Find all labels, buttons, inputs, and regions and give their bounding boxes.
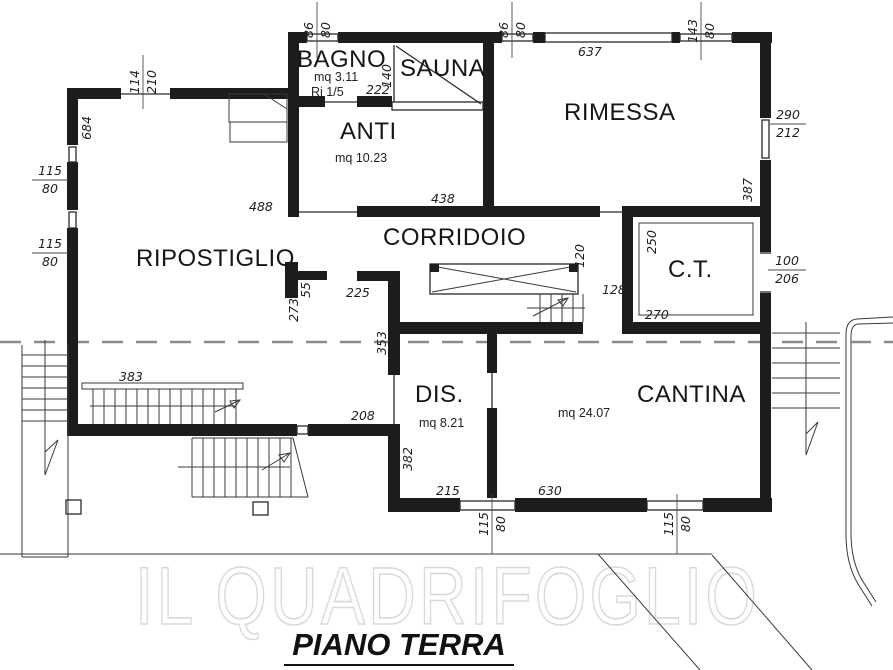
sauna-fixture [391, 45, 484, 111]
dim-cantina-width: 630 [538, 483, 562, 498]
dim-stair-width: 120 [572, 244, 587, 268]
dim-opening-225: 225 [346, 285, 370, 300]
exterior-stair-bottom [178, 437, 309, 516]
room-label-ct: C.T. [668, 256, 713, 283]
plan-title: PIANO TERRA [292, 627, 506, 662]
svg-text:80: 80 [42, 254, 58, 269]
pillar [252, 501, 269, 516]
dim-gap-128: 128 [602, 282, 626, 297]
room-label-bagno: BAGNO [297, 46, 386, 73]
dim-top-window-2: 86 80 [496, 2, 528, 58]
dim-bottom-window-1: 115 80 [476, 494, 508, 554]
svg-text:143: 143 [685, 19, 700, 43]
room-label-rimessa: RIMESSA [564, 99, 676, 126]
dim-ct-height: 250 [644, 230, 659, 254]
room-area-anti: mq 10.23 [335, 151, 387, 165]
dim-dis-width: 215 [436, 483, 460, 498]
dim-door-114: 114 210 [127, 55, 159, 109]
watermark-text: IL QUADRIFOGLIO [135, 551, 760, 642]
ground-lines [0, 553, 813, 670]
corridor-stair [527, 294, 585, 322]
dim-door-208: 208 [351, 408, 375, 423]
svg-text:115: 115 [661, 512, 676, 536]
crossed-box [429, 263, 579, 295]
dim-left-height: 684 [79, 116, 94, 140]
svg-text:114: 114 [127, 70, 142, 94]
walls-layer [67, 32, 772, 512]
garage-door [544, 32, 673, 43]
dimensions-layer: 86 80 86 80 143 80 114 210 115 80 115 80 [32, 2, 806, 554]
dim-bagno-140: 140 [379, 64, 394, 88]
svg-text:86: 86 [496, 22, 511, 38]
svg-text:212: 212 [776, 125, 800, 140]
dim-bottom-window-2: 115 80 [661, 494, 693, 554]
dim-left-window-1: 115 80 [32, 163, 68, 196]
exterior-stair-right [772, 322, 840, 456]
dim-corridoio-width: 438 [431, 191, 455, 206]
room-labels-layer: BAGNO mq 3.11 Ri 1/5 SAUNA ANTI mq 10.23… [136, 46, 746, 430]
svg-text:210: 210 [144, 70, 159, 94]
wardrobe-door-swing [228, 93, 288, 143]
room-area-dis: mq 8.21 [419, 416, 464, 430]
room-label-anti: ANTI [340, 118, 397, 145]
dim-garage-width: 637 [578, 44, 602, 59]
dim-top-window-1: 86 80 [301, 2, 333, 58]
dim-right-window: 290 212 [770, 107, 806, 140]
dim-left-window-2: 115 80 [32, 236, 68, 269]
openings-layer [68, 32, 771, 511]
exterior-stair-left [21, 340, 82, 558]
dim-ripostiglio-width: 488 [249, 199, 273, 214]
svg-text:80: 80 [42, 181, 58, 196]
svg-text:115: 115 [38, 163, 62, 178]
room-label-ripostiglio: RIPOSTIGLIO [136, 245, 295, 272]
ct-inner-lining [638, 222, 754, 316]
dim-bagno-222: 222 [366, 82, 390, 97]
room-ratio-bagno: Ri 1/5 [311, 85, 344, 99]
dim-top-window-3: 143 80 [685, 2, 717, 60]
dim-stair-383: 383 [119, 369, 143, 384]
svg-text:80: 80 [702, 23, 717, 39]
svg-text:115: 115 [476, 512, 491, 536]
room-area-cantina: mq 24.07 [558, 406, 610, 420]
dim-wall-55: 55 [298, 282, 313, 298]
dim-wall-353: 353 [374, 331, 389, 355]
svg-text:80: 80 [513, 22, 528, 38]
plan-title-group: PIANO TERRA [284, 627, 514, 666]
svg-text:86: 86 [301, 22, 316, 38]
svg-text:115: 115 [38, 236, 62, 251]
room-label-corridoio: CORRIDOIO [383, 224, 526, 251]
svg-text:206: 206 [775, 271, 799, 286]
svg-text:80: 80 [678, 516, 693, 532]
svg-text:290: 290 [776, 107, 800, 122]
ripostiglio-stair [81, 382, 244, 424]
retaining-wall [845, 316, 893, 607]
pillar [65, 499, 82, 515]
dim-dis-height: 382 [400, 447, 415, 471]
room-label-cantina: CANTINA [637, 381, 746, 408]
room-label-dis: DIS. [415, 381, 464, 408]
svg-text:80: 80 [318, 22, 333, 38]
dim-ct-width: 270 [645, 307, 669, 322]
svg-text:100: 100 [775, 253, 799, 268]
dim-ct-door: 100 206 [768, 253, 806, 286]
svg-text:80: 80 [493, 516, 508, 532]
room-area-bagno: mq 3.11 [314, 70, 358, 84]
dim-rimessa-right: 387 [740, 178, 755, 202]
dim-wall-273: 273 [286, 298, 301, 322]
room-label-sauna: SAUNA [400, 55, 485, 82]
